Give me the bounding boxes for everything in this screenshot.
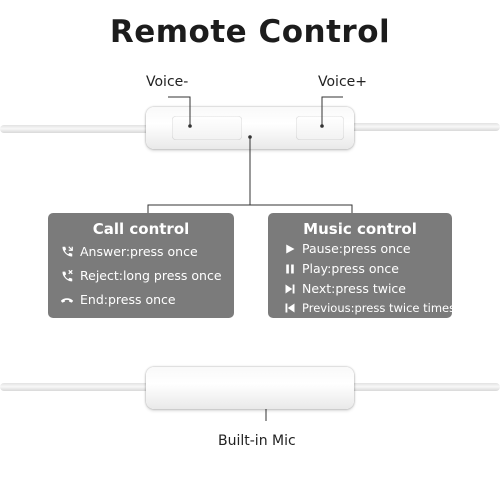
remote-control-bottom <box>146 367 354 409</box>
pause-icon <box>286 264 294 273</box>
hang-up-phone-icon <box>60 297 74 303</box>
page-title: Remote Control <box>109 14 391 50</box>
music-item-label: Play:press once <box>302 261 399 276</box>
volume-up-button <box>296 116 344 140</box>
volume-down-button <box>172 116 242 140</box>
music-item-previous: Previous:press twice times <box>284 301 456 315</box>
music-item-next: Next:press twice <box>284 281 452 296</box>
voice-plus-leader <box>321 96 343 125</box>
music-item-label: Pause:press once <box>302 241 411 256</box>
voice-minus-label: Voice- <box>146 74 189 90</box>
music-item-label: Previous:press twice times <box>302 301 456 315</box>
branch-leader <box>147 204 353 213</box>
center-dot <box>248 135 252 139</box>
call-item-reject: Reject:long press once <box>60 268 234 283</box>
call-control-panel: Call control Answer:press once Reject:lo… <box>48 213 234 318</box>
built-in-mic-label: Built-in Mic <box>218 433 296 449</box>
cable-right-top <box>350 123 500 131</box>
cable-left-top <box>0 125 152 133</box>
music-control-title: Music control <box>303 220 417 238</box>
voice-minus-dot <box>188 124 192 128</box>
voice-minus-leader <box>168 96 191 125</box>
voice-plus-label: Voice+ <box>318 74 367 90</box>
voice-plus-dot <box>320 124 324 128</box>
music-control-panel: Music control Pause:press once Play:pres… <box>268 213 456 318</box>
call-item-label: Reject:long press once <box>80 268 222 283</box>
cable-left-bottom <box>0 383 150 391</box>
next-track-icon <box>285 284 295 293</box>
answer-phone-icon <box>62 245 73 256</box>
music-item-play: Play:press once <box>284 261 452 276</box>
call-item-answer: Answer:press once <box>60 244 234 259</box>
previous-track-icon <box>285 303 295 313</box>
music-item-label: Next:press twice <box>302 281 406 296</box>
call-control-title: Call control <box>92 220 190 238</box>
call-item-label: End:press once <box>80 292 176 307</box>
play-icon <box>286 244 295 253</box>
call-item-end: End:press once <box>60 292 234 307</box>
music-item-pause: Pause:press once <box>284 241 452 256</box>
cable-right-bottom <box>350 383 500 391</box>
reject-phone-icon <box>62 269 73 281</box>
call-item-label: Answer:press once <box>80 244 198 259</box>
